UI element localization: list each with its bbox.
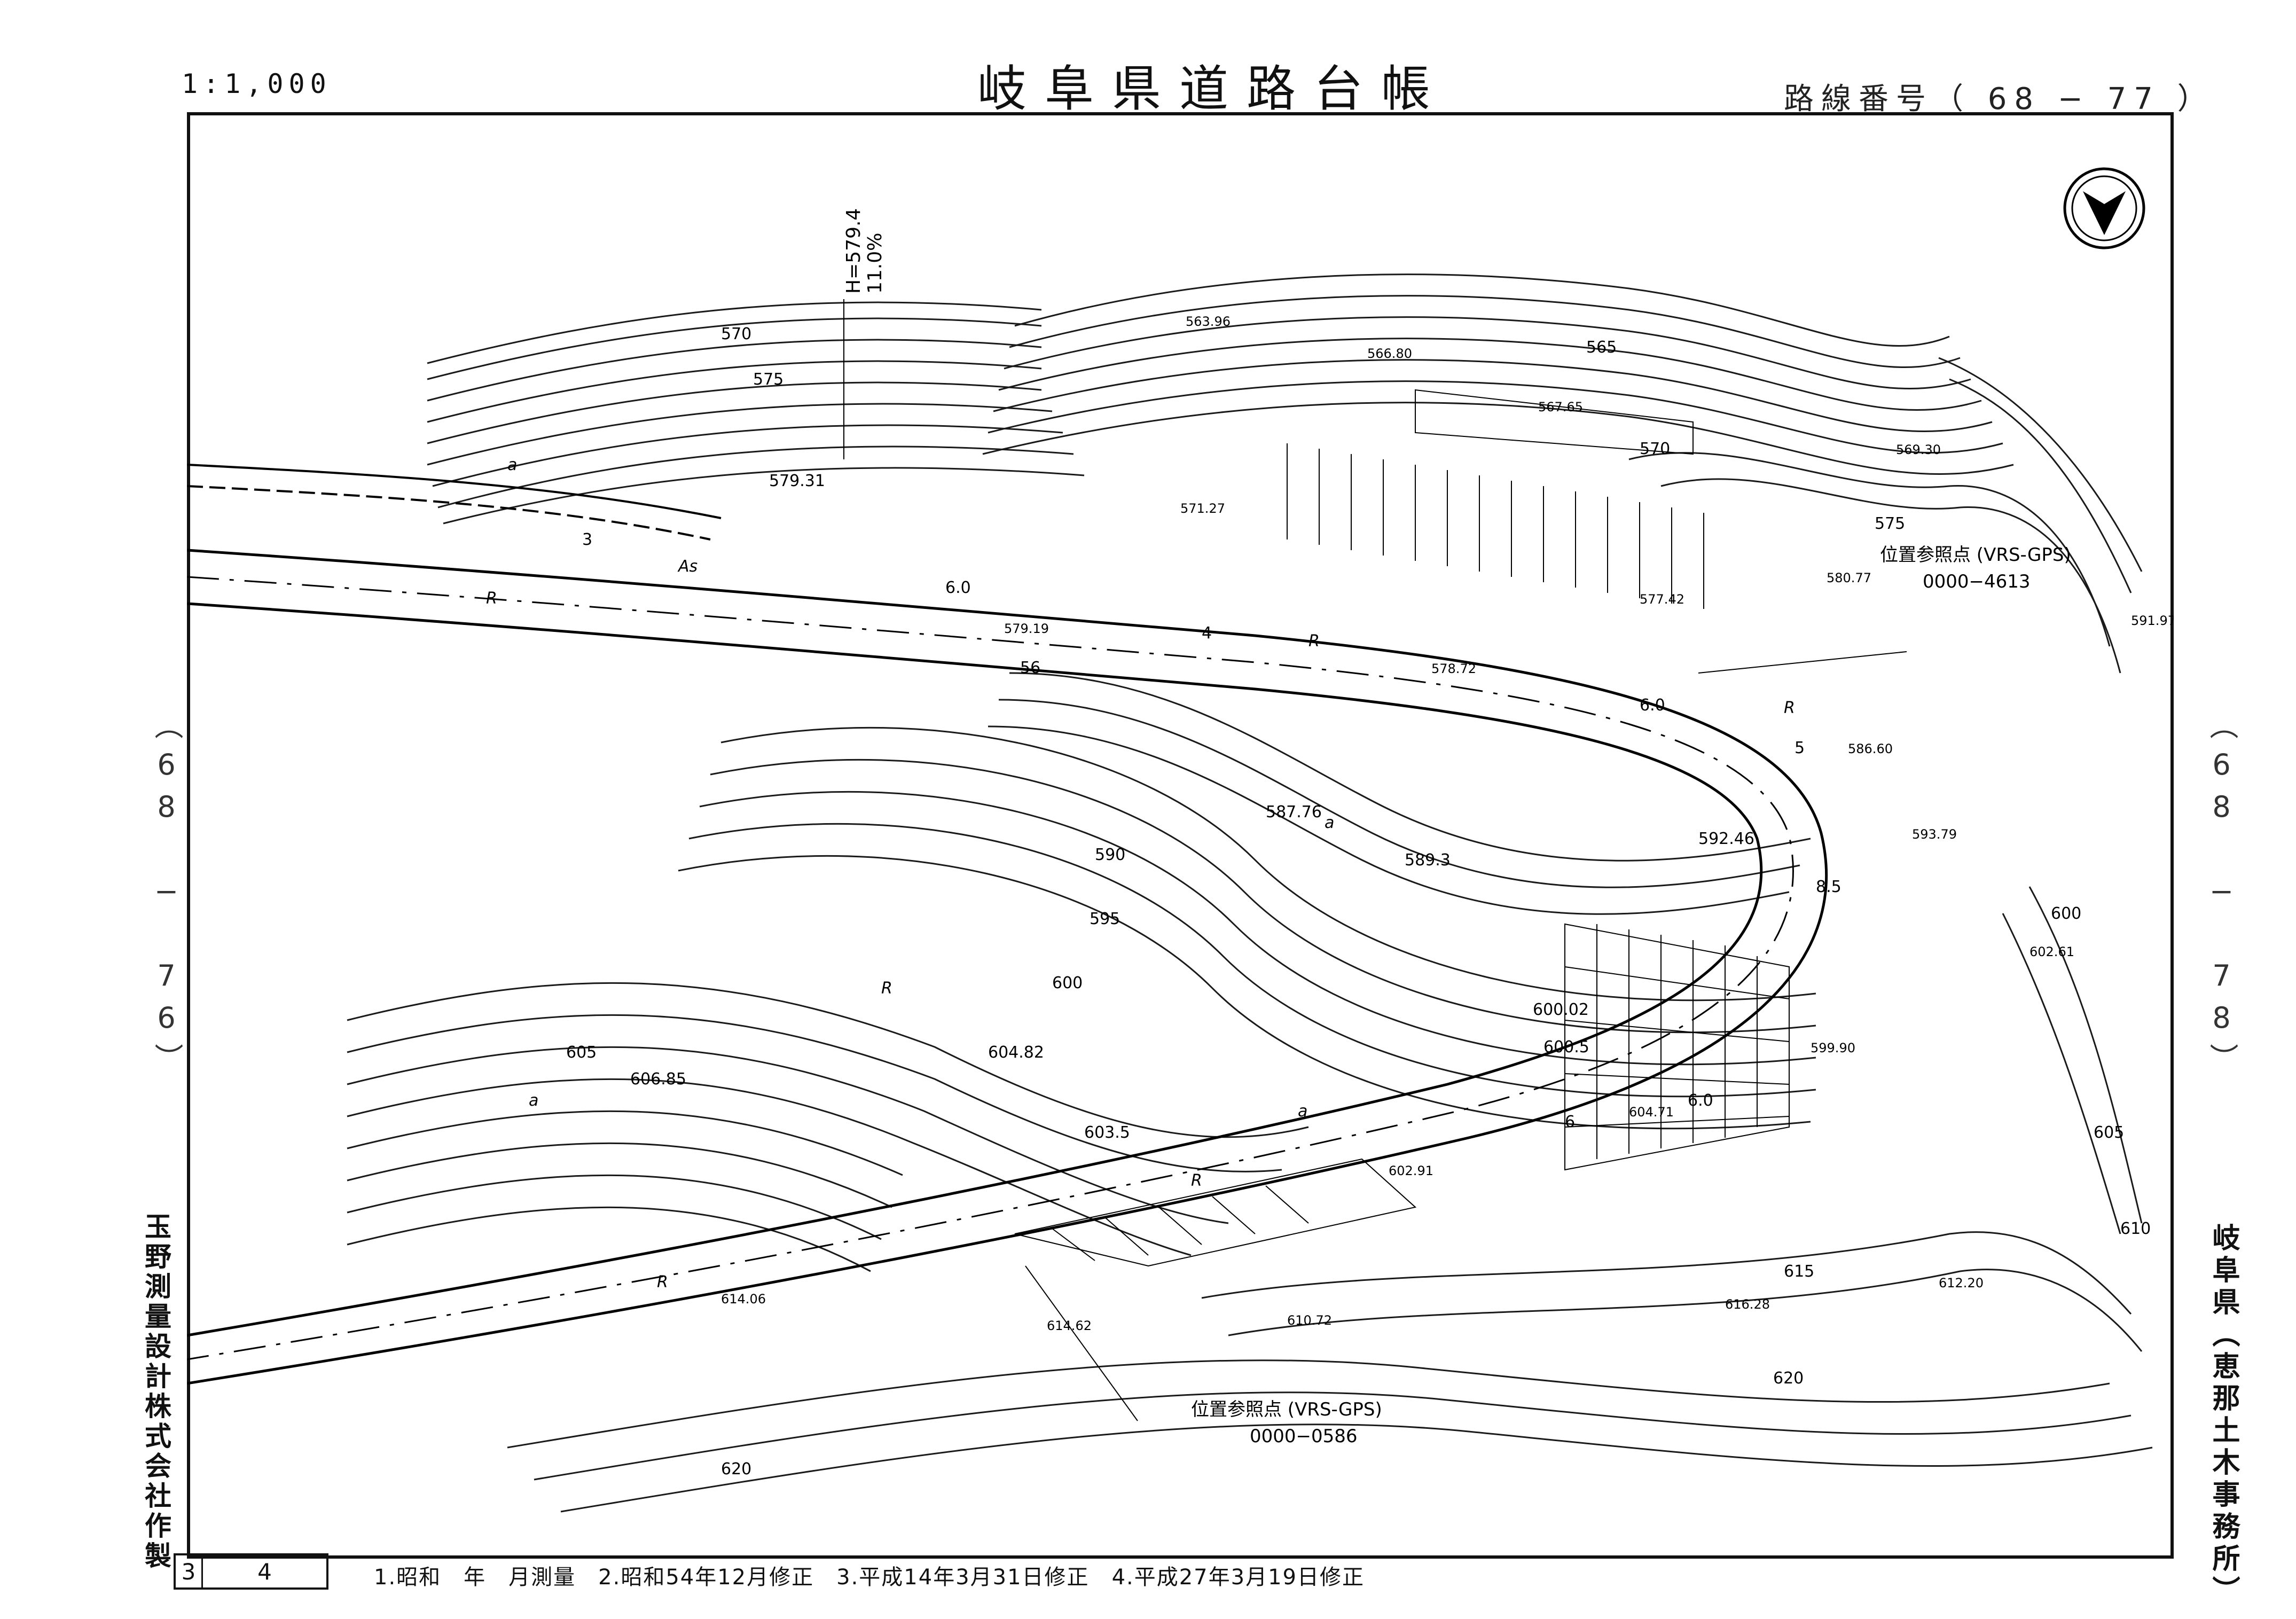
contour-label: 615 xyxy=(1784,1262,1814,1281)
contour-label: 620 xyxy=(1773,1369,1804,1388)
sheet-number-first: 3 xyxy=(176,1555,203,1587)
spot-height: 614.62 xyxy=(1047,1318,1092,1333)
contour-label: 565 xyxy=(1586,338,1617,357)
spot-height: 602.91 xyxy=(1389,1163,1433,1178)
history-item: 3.平成14年3月31日修正 xyxy=(836,1565,1090,1590)
spot-height: 614.06 xyxy=(721,1292,766,1307)
station-number: 6.0 xyxy=(945,578,971,597)
road-elevation: 600.02 xyxy=(1533,1000,1589,1019)
road-elevation: 604.82 xyxy=(988,1043,1044,1062)
spot-height: 591.97 xyxy=(2131,613,2174,628)
station-number: 6.0 xyxy=(1640,696,1665,715)
road-symbol: R xyxy=(1308,632,1320,651)
ditch-symbol: a xyxy=(507,456,517,474)
spot-height: 580.77 xyxy=(1827,570,1871,585)
surveyor-credit: 玉野測量設計株式会社作製 xyxy=(140,1213,171,1571)
road-symbol: R xyxy=(486,589,497,608)
spot-height: 610.72 xyxy=(1287,1313,1332,1328)
grade-percent: 11.0% xyxy=(864,233,886,294)
spot-height: 578.72 xyxy=(1431,661,1476,676)
contour-label: 605 xyxy=(566,1043,597,1062)
grade-note: H=579.4 11.0% xyxy=(843,208,886,459)
spot-height: 602.61 xyxy=(2029,944,2074,959)
history-item: 1.昭和 年 月測量 xyxy=(374,1565,576,1590)
contour-label: 600 xyxy=(1052,974,1083,992)
station-number: 5 xyxy=(1795,739,1805,757)
map-scale: 1:1,000 xyxy=(182,68,332,99)
contour-label: 575 xyxy=(1875,514,1905,533)
grade-height: H=579.4 xyxy=(843,208,865,294)
road-symbol: R xyxy=(1784,699,1795,717)
ditch-symbol: a xyxy=(529,1091,538,1110)
road-elevation: 579.31 xyxy=(769,472,825,490)
route-number: 路線番号（ 68 − 77 ） xyxy=(1784,82,2215,116)
contour-label: 610 xyxy=(2120,1219,2151,1238)
contour-label: 590 xyxy=(1095,846,1125,864)
station-number: 56 xyxy=(1020,659,1040,677)
spot-height: 571.27 xyxy=(1180,501,1225,516)
history-item: 4.平成27年3月19日修正 xyxy=(1111,1565,1365,1590)
spot-height: 599.90 xyxy=(1811,1041,1855,1055)
road-elevation: 592.46 xyxy=(1698,830,1754,848)
road-symbol: R xyxy=(657,1273,668,1292)
spot-height: 569.30 xyxy=(1896,442,1941,457)
ditch-symbol: a xyxy=(1325,814,1334,832)
office-credit: 岐阜県（恵那土木事務所） xyxy=(2207,1223,2239,1608)
road-elevation: 587.76 xyxy=(1266,803,1322,822)
reference-point-lower: 位置参照点 (VRS-GPS) 0000−0586 xyxy=(1025,1265,1382,1447)
adjacent-sheet-right[interactable]: （68 − 78） xyxy=(2205,710,2238,1081)
contour-label: 595 xyxy=(1090,910,1120,928)
road-elevation: 603.5 xyxy=(1084,1123,1130,1142)
history-item: 2.昭和54年12月修正 xyxy=(598,1565,814,1590)
road-symbol: R xyxy=(881,979,892,998)
spot-height: 567.65 xyxy=(1538,400,1583,414)
sheet-number-box: 3 4 xyxy=(174,1553,328,1590)
surface-symbol: As xyxy=(677,557,698,576)
contour-label: 620 xyxy=(721,1460,751,1479)
ref-code-upper: 0000−4613 xyxy=(1923,571,2031,592)
spot-height: 612.20 xyxy=(1939,1276,1984,1290)
spot-height: 577.42 xyxy=(1640,592,1684,607)
contour-label: 600 xyxy=(2051,904,2081,923)
road-elevation: 600.5 xyxy=(1543,1038,1589,1057)
page-title: 岐阜県道路台帳 xyxy=(977,60,1449,118)
spot-height: 593.79 xyxy=(1912,827,1957,842)
spot-height: 579.19 xyxy=(1004,621,1049,636)
station-number: 8.5 xyxy=(1816,878,1841,896)
sheet-number-second: 4 xyxy=(257,1558,272,1585)
road-map: H=579.4 11.0% 位置参照点 (VRS-GPS) 0000−4613 … xyxy=(187,167,2174,1513)
road-elevation: 606.85 xyxy=(630,1070,686,1089)
contour-label: 605 xyxy=(2094,1123,2124,1142)
contour-label: 570 xyxy=(1640,440,1670,458)
station-number: 3 xyxy=(582,530,592,549)
map-frame xyxy=(187,112,2174,1559)
spot-height: 616.28 xyxy=(1725,1297,1770,1312)
revision-history: 1.昭和 年 月測量 2.昭和54年12月修正 3.平成14年3月31日修正 4… xyxy=(374,1560,1365,1591)
station-number: 6 xyxy=(1565,1113,1575,1131)
north-arrow-icon xyxy=(2063,167,2145,249)
station-number: 6.0 xyxy=(1688,1091,1713,1110)
ref-code-lower: 0000−0586 xyxy=(1250,1426,1358,1447)
ref-title-lower: 位置参照点 (VRS-GPS) xyxy=(1191,1399,1382,1420)
contour-label: 570 xyxy=(721,325,751,343)
station-number: 4 xyxy=(1202,624,1212,643)
ditch-symbol: a xyxy=(1298,1102,1307,1121)
road-symbol: R xyxy=(1191,1171,1202,1190)
contour-label: 575 xyxy=(753,370,783,389)
adjacent-sheet-left[interactable]: （68 − 76） xyxy=(150,710,183,1081)
ref-title-upper: 位置参照点 (VRS-GPS) xyxy=(1880,544,2071,566)
spot-height: 563.96 xyxy=(1186,314,1231,329)
spot-height: 566.80 xyxy=(1367,346,1412,361)
spot-height: 586.60 xyxy=(1848,741,1893,756)
road-elevation: 589.3 xyxy=(1405,851,1451,870)
reference-point-upper: 位置参照点 (VRS-GPS) 0000−4613 xyxy=(1698,544,2071,674)
spot-height: 604.71 xyxy=(1629,1105,1674,1120)
